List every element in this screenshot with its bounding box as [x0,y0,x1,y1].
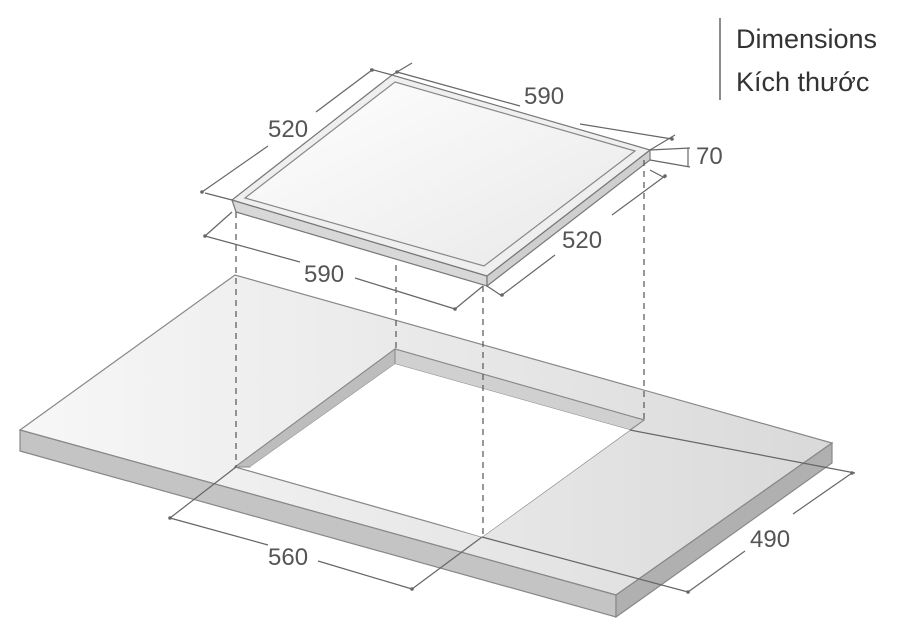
dimension-cutout-width: 560 [168,466,483,591]
dimension-hob-depth-left: 520 [200,68,393,201]
label-hob-depth-left: 520 [268,116,308,143]
dimension-hob-width-top: 590 [391,62,676,151]
dimension-hob-width-front: 590 [203,211,484,311]
label-cutout-depth: 490 [750,526,790,553]
dimension-cutout-depth: 490 [481,429,856,594]
title-vietnamese: Kích thước [736,67,869,97]
label-hob-width-front: 590 [304,261,344,288]
hob [230,74,652,288]
label-hob-depth-right: 520 [562,227,602,254]
label-cutout-width: 560 [268,544,308,571]
dimension-hob-depth-right: 520 [486,169,667,297]
dimension-hob-height: 70 [649,143,723,170]
cutout-floor [250,364,630,537]
label-hob-width-top: 590 [524,83,564,110]
countertop [18,274,834,619]
title-block: Dimensions Kích thước [719,18,877,100]
projection-lines [235,160,645,537]
title-english: Dimensions [736,24,877,54]
countertop-right-face [615,441,833,619]
label-hob-height: 70 [696,143,723,170]
hob-glass-top [243,81,637,267]
